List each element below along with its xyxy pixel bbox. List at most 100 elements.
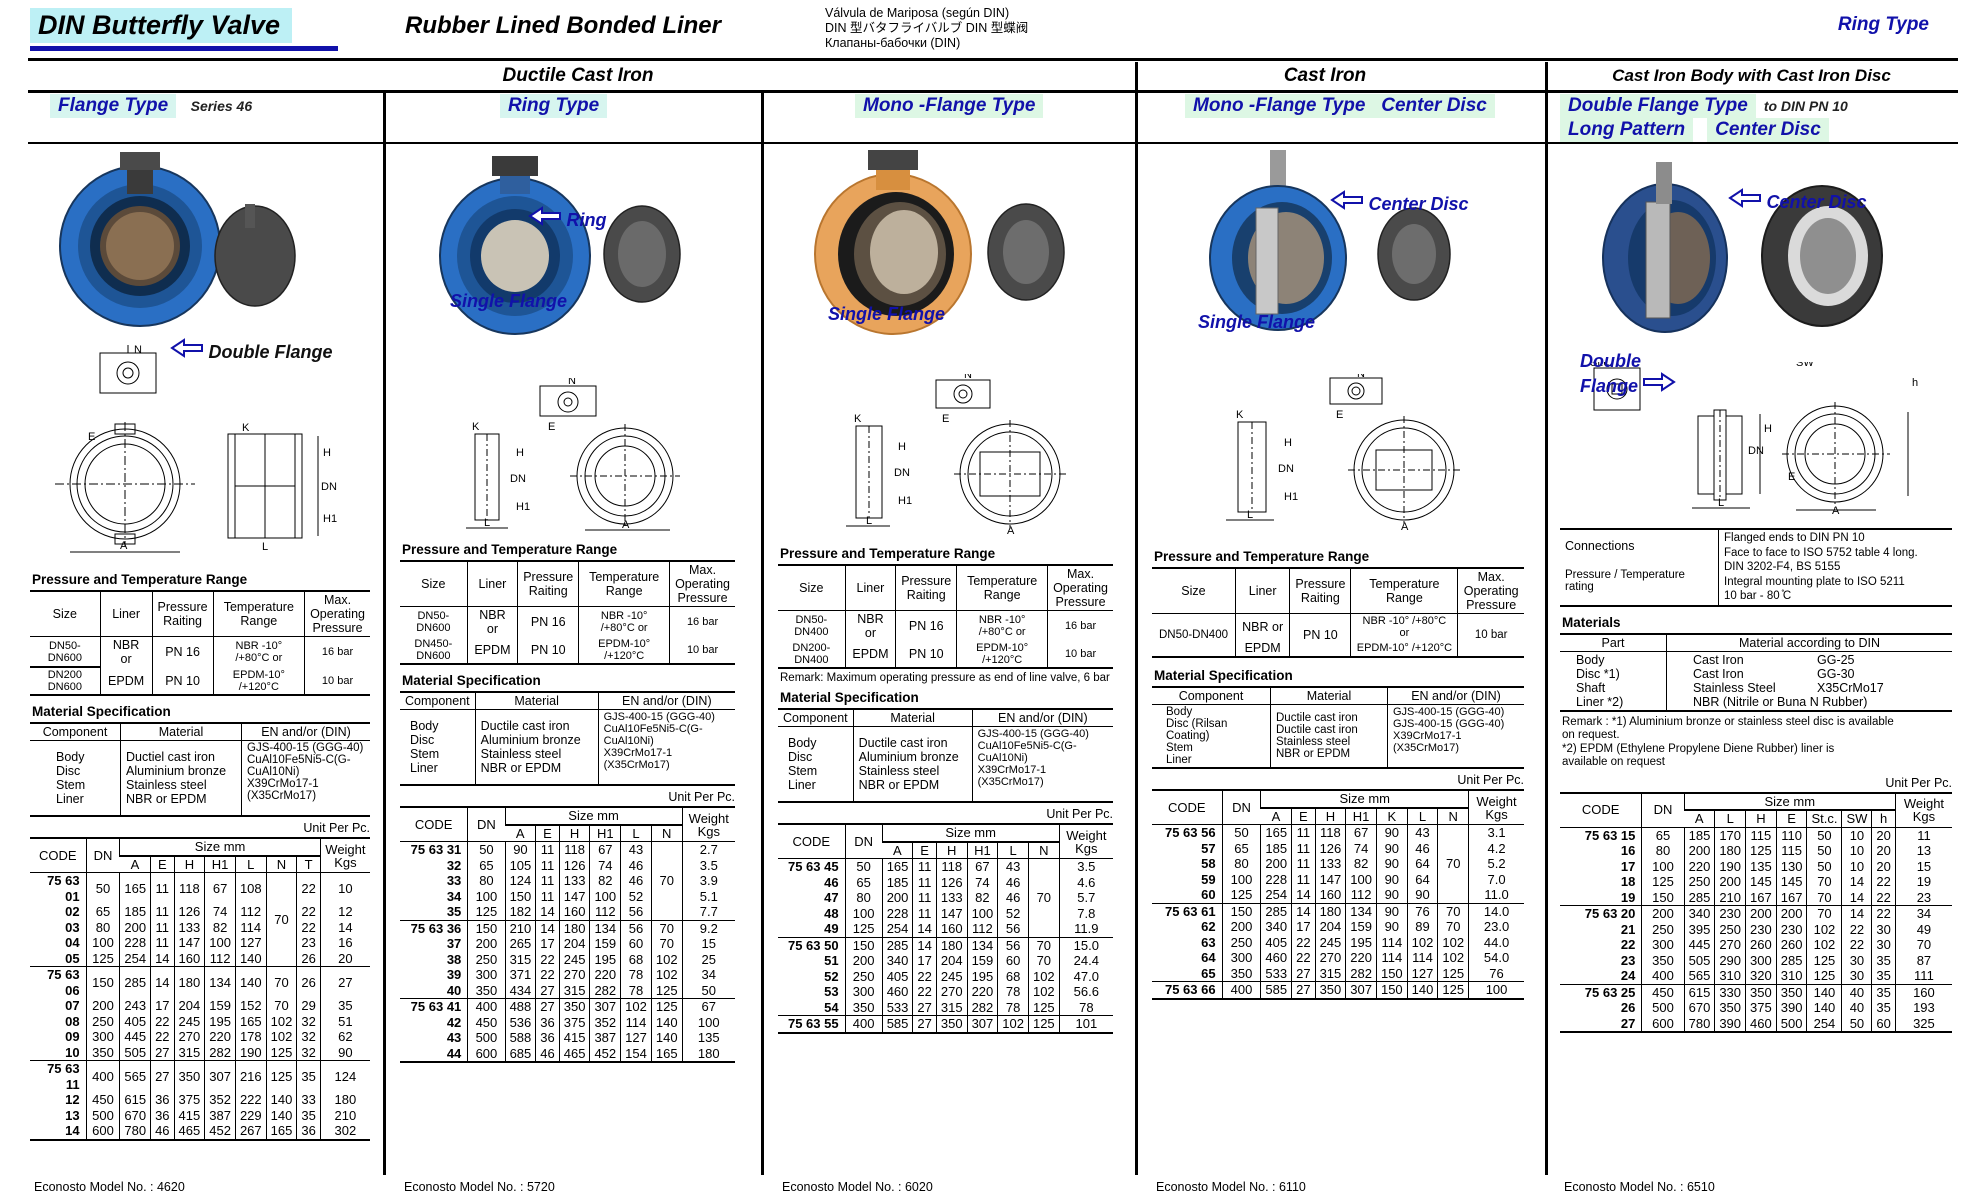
- ms-h-component4: Component: [1152, 686, 1271, 705]
- ptr-temp-1: NBR -10° /+80°C or: [212, 636, 305, 667]
- dim-K4: K: [1236, 409, 1244, 421]
- dt-h-L2c: L: [620, 823, 652, 842]
- model-no-col5: Econosto Model No. : 6510: [1564, 1180, 1715, 1194]
- ms-h-material3: Material: [852, 708, 973, 727]
- ptr-temp-2: EPDM-10° /+120°C: [212, 667, 305, 696]
- dim-H4: H: [1284, 437, 1292, 449]
- dt-h-N2c: N: [650, 823, 683, 842]
- dt-h-L4c: L: [1406, 806, 1438, 825]
- dt-h-A1: A: [119, 854, 151, 873]
- dt-h-code-5: CODE: [1560, 791, 1642, 828]
- dim-H1: H1: [323, 513, 337, 525]
- figure-ring-valve-photo: [439, 156, 681, 335]
- ptr-size-2: DN200 DN600: [30, 667, 101, 696]
- ptr-remark-col3: Remark: Maximum operating pressure as en…: [780, 672, 1110, 684]
- dt-h-E3c: E: [912, 840, 937, 859]
- dim-A5: A: [1832, 505, 1840, 517]
- dim-N2: N: [568, 378, 576, 387]
- ms-title-col2: Material Specification: [402, 673, 541, 688]
- dt-h-E1: E: [150, 854, 175, 873]
- dt-h-A4: A: [1260, 806, 1292, 825]
- dt-h-H1c: H: [173, 854, 205, 873]
- dim-E5: E: [1788, 471, 1795, 483]
- lang-jp-cn: DIN 型バタフライバルブ DIN 型蝶阀: [825, 21, 1029, 35]
- callout-single-flange-4: Single Flange: [1198, 312, 1315, 333]
- arrow-left-icon: [1728, 188, 1762, 213]
- figure-ring-dimensions: K E N H DN H1 L A: [466, 375, 680, 531]
- ptr-temp2-2: EPDM-10° /+120°C: [578, 637, 670, 665]
- lang-russian: Клапаны-бабочки (DIN): [825, 36, 961, 50]
- ptr-liner2-2: EPDM: [466, 637, 518, 665]
- ms-title-col1: Material Specification: [32, 704, 171, 719]
- ptr-title-col3: Pressure and Temperature Range: [780, 546, 996, 561]
- dt-h-dn-2: DN: [467, 806, 506, 842]
- dt-h-A2: A: [505, 823, 536, 842]
- ms-en-col4: GJS-400-15 (GGG-40)GJS-400-15 (GGG-40) X…: [1387, 704, 1524, 769]
- callout-double-flange-5: Double Flange: [1580, 351, 1700, 397]
- dim-DN4: DN: [1278, 463, 1294, 475]
- callout-label-single-flange3: Single Flange: [828, 304, 946, 324]
- ptr-temp3-2: EPDM-10° /+120°C: [956, 641, 1048, 669]
- ptr-liner-1: NBR or: [99, 636, 153, 667]
- callout-single-flange-2: Single Flange: [450, 291, 567, 312]
- ms-h-component3: Component: [778, 708, 854, 727]
- ptr-table-col4: Size Liner Pressure Raiting Temperature …: [1152, 567, 1524, 658]
- dim-SW5: SW: [1796, 362, 1814, 369]
- dim-K2: K: [472, 421, 480, 433]
- ptr-temp3-1: NBR -10° /+80°C or: [956, 610, 1048, 641]
- dim-A4: A: [1401, 521, 1409, 533]
- dim-DN: DN: [321, 481, 337, 493]
- model-no-col1: Econosto Model No. : 4620: [34, 1180, 185, 1194]
- ptr-h-liner2: Liner: [466, 560, 518, 607]
- dt-h-H13c: H1: [966, 840, 998, 859]
- ptr-size3-1: DN50-DN400: [794, 614, 829, 638]
- dt-h-dn-5: DN: [1641, 791, 1685, 828]
- ptr-max3-1: 16 bar: [1047, 610, 1113, 641]
- ptr-pr3-2: PN 10: [895, 641, 957, 669]
- dt-h-dn-4: DN: [1221, 789, 1261, 825]
- divider-2: [761, 90, 764, 1175]
- figure-center-disc-photo: [1209, 150, 1451, 331]
- ptr-size2-1: DN50-DN600: [416, 610, 451, 634]
- ptr-pr-2: PN 10: [151, 667, 214, 696]
- ms-h-component: Component: [30, 722, 121, 741]
- type-label-ring: Ring Type: [500, 94, 608, 118]
- dt-h-N3c: N: [1027, 840, 1060, 859]
- dim-L: L: [262, 541, 268, 553]
- dt-h-H5c: H: [1745, 809, 1777, 828]
- callout-label-ring: Ring: [566, 210, 607, 230]
- ptr-temp4-1: NBR -10° /+80°C or: [1350, 613, 1458, 640]
- dt-h-E4c: E: [1291, 806, 1316, 825]
- dt-h-size-4: Size mm: [1260, 789, 1469, 808]
- dt-h-weight-2: Weight Kgs: [681, 806, 735, 842]
- ptr-h-temp3: Temperature Range: [956, 564, 1048, 611]
- dt-h-N4c: N: [1437, 806, 1469, 825]
- type-note-pn10: to DIN PN 10: [1763, 98, 1848, 114]
